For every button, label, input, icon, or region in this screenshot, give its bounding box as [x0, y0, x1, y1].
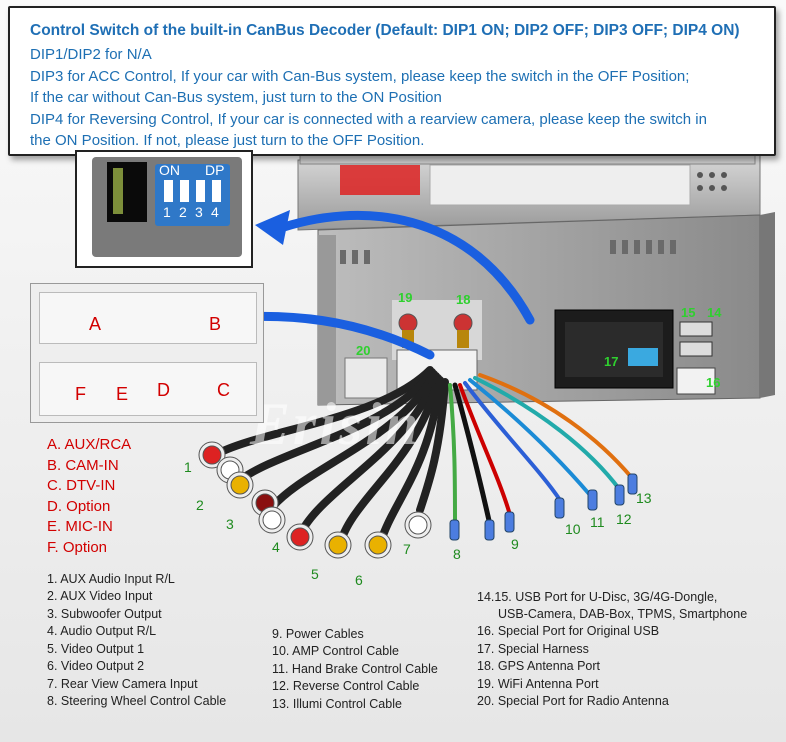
port-number: 16 — [706, 375, 721, 390]
cable-number: 8 — [453, 546, 461, 562]
dip-number: 1 — [163, 204, 171, 220]
cable-number: 11 — [590, 514, 605, 530]
callout-line: DIP3 for ACC Control, If your car with C… — [30, 68, 690, 85]
cable-number: 5 — [311, 566, 319, 582]
legend-item: 18. GPS Antenna Port — [477, 659, 600, 673]
legend-item: USB-Camera, DAB-Box, TPMS, Smartphone — [498, 607, 748, 621]
cable-number: 2 — [196, 497, 204, 513]
connector-label: F — [75, 384, 86, 404]
port-number: 19 — [398, 290, 413, 305]
dip-switch-inset: ON DP 1 2 3 4 — [75, 150, 253, 268]
connector-legend-item: A. AUX/RCA — [47, 436, 132, 453]
port-number: 20 — [356, 343, 371, 358]
connector-label: B — [209, 314, 222, 334]
connector-inset: A B F E D C — [30, 283, 264, 423]
dip-on-label: ON — [159, 162, 180, 178]
legend-item: 5. Video Output 1 — [47, 642, 145, 656]
connector-label: E — [116, 384, 129, 404]
legend-item: 16. Special Port for Original USB — [477, 624, 660, 638]
dip-number: 4 — [211, 204, 219, 220]
dip-number: 3 — [195, 204, 203, 220]
connector-legend-item: B. CAM-IN — [47, 457, 119, 474]
connector-label: A — [89, 314, 102, 334]
legend-item: 2. AUX Video Input — [47, 589, 153, 603]
cable-number: 3 — [226, 516, 234, 532]
legend-item: 3. Subwoofer Output — [47, 607, 162, 621]
legend-item: 17. Special Harness — [477, 642, 589, 656]
legend-item: 14.15. USB Port for U-Disc, 3G/4G-Dongle… — [477, 590, 718, 604]
connector-legend-item: D. Option — [47, 498, 111, 515]
connector-legend-item: F. Option — [47, 539, 108, 556]
legend-item: 11. Hand Brake Control Cable — [272, 662, 438, 676]
legend-item: 9. Power Cables — [272, 627, 364, 641]
legend-item: 10. AMP Control Cable — [272, 644, 399, 658]
cable-number: 12 — [616, 511, 632, 527]
callout-title: Control Switch of the built-in CanBus De… — [30, 22, 740, 39]
port-number: 15 — [681, 305, 696, 320]
watermark-logo: Erisin — [250, 391, 422, 457]
legend-item: 19. WiFi Antenna Port — [477, 677, 599, 691]
cable-number: 7 — [403, 541, 411, 557]
cable-number: 9 — [511, 536, 519, 552]
cable-number: 13 — [636, 490, 652, 506]
port-number: 14 — [707, 305, 722, 320]
legend-item: 20. Special Port for Radio Antenna — [477, 694, 669, 708]
connector-label: C — [217, 380, 230, 400]
legend-item: 6. Video Output 2 — [47, 659, 145, 673]
legend-item: 12. Reverse Control Cable — [272, 679, 420, 693]
cable-number: 1 — [184, 459, 192, 475]
callout-line: DIP1/DIP2 for N/A — [30, 46, 152, 63]
connector-legend-item: C. DTV-IN — [47, 477, 116, 494]
callout-line: If the car without Can-Bus system, just … — [30, 89, 442, 106]
callout-line: DIP4 for Reversing Control, If your car … — [30, 111, 707, 128]
dip-dp-label: DP — [205, 162, 225, 178]
legend-item: 13. Illumi Control Cable — [272, 697, 402, 711]
legend-item: 4. Audio Output R/L — [47, 624, 157, 638]
connector-legend-item: E. MIC-IN — [47, 518, 113, 535]
canbus-dip-callout: Control Switch of the built-in CanBus De… — [8, 6, 776, 156]
port-number: 17 — [604, 354, 619, 369]
port-number: 18 — [456, 292, 471, 307]
legend-item: 7. Rear View Camera Input — [47, 677, 198, 691]
cable-number: 4 — [272, 539, 280, 555]
legend-item: 8. Steering Wheel Control Cable — [47, 694, 227, 708]
callout-line: the ON Position. If not, please just tur… — [30, 132, 425, 149]
legend-item: 1. AUX Audio Input R/L — [47, 572, 175, 586]
cable-number: 6 — [355, 572, 363, 588]
connector-label: D — [157, 380, 170, 400]
dip-number: 2 — [179, 204, 187, 220]
cable-number: 10 — [565, 521, 581, 537]
